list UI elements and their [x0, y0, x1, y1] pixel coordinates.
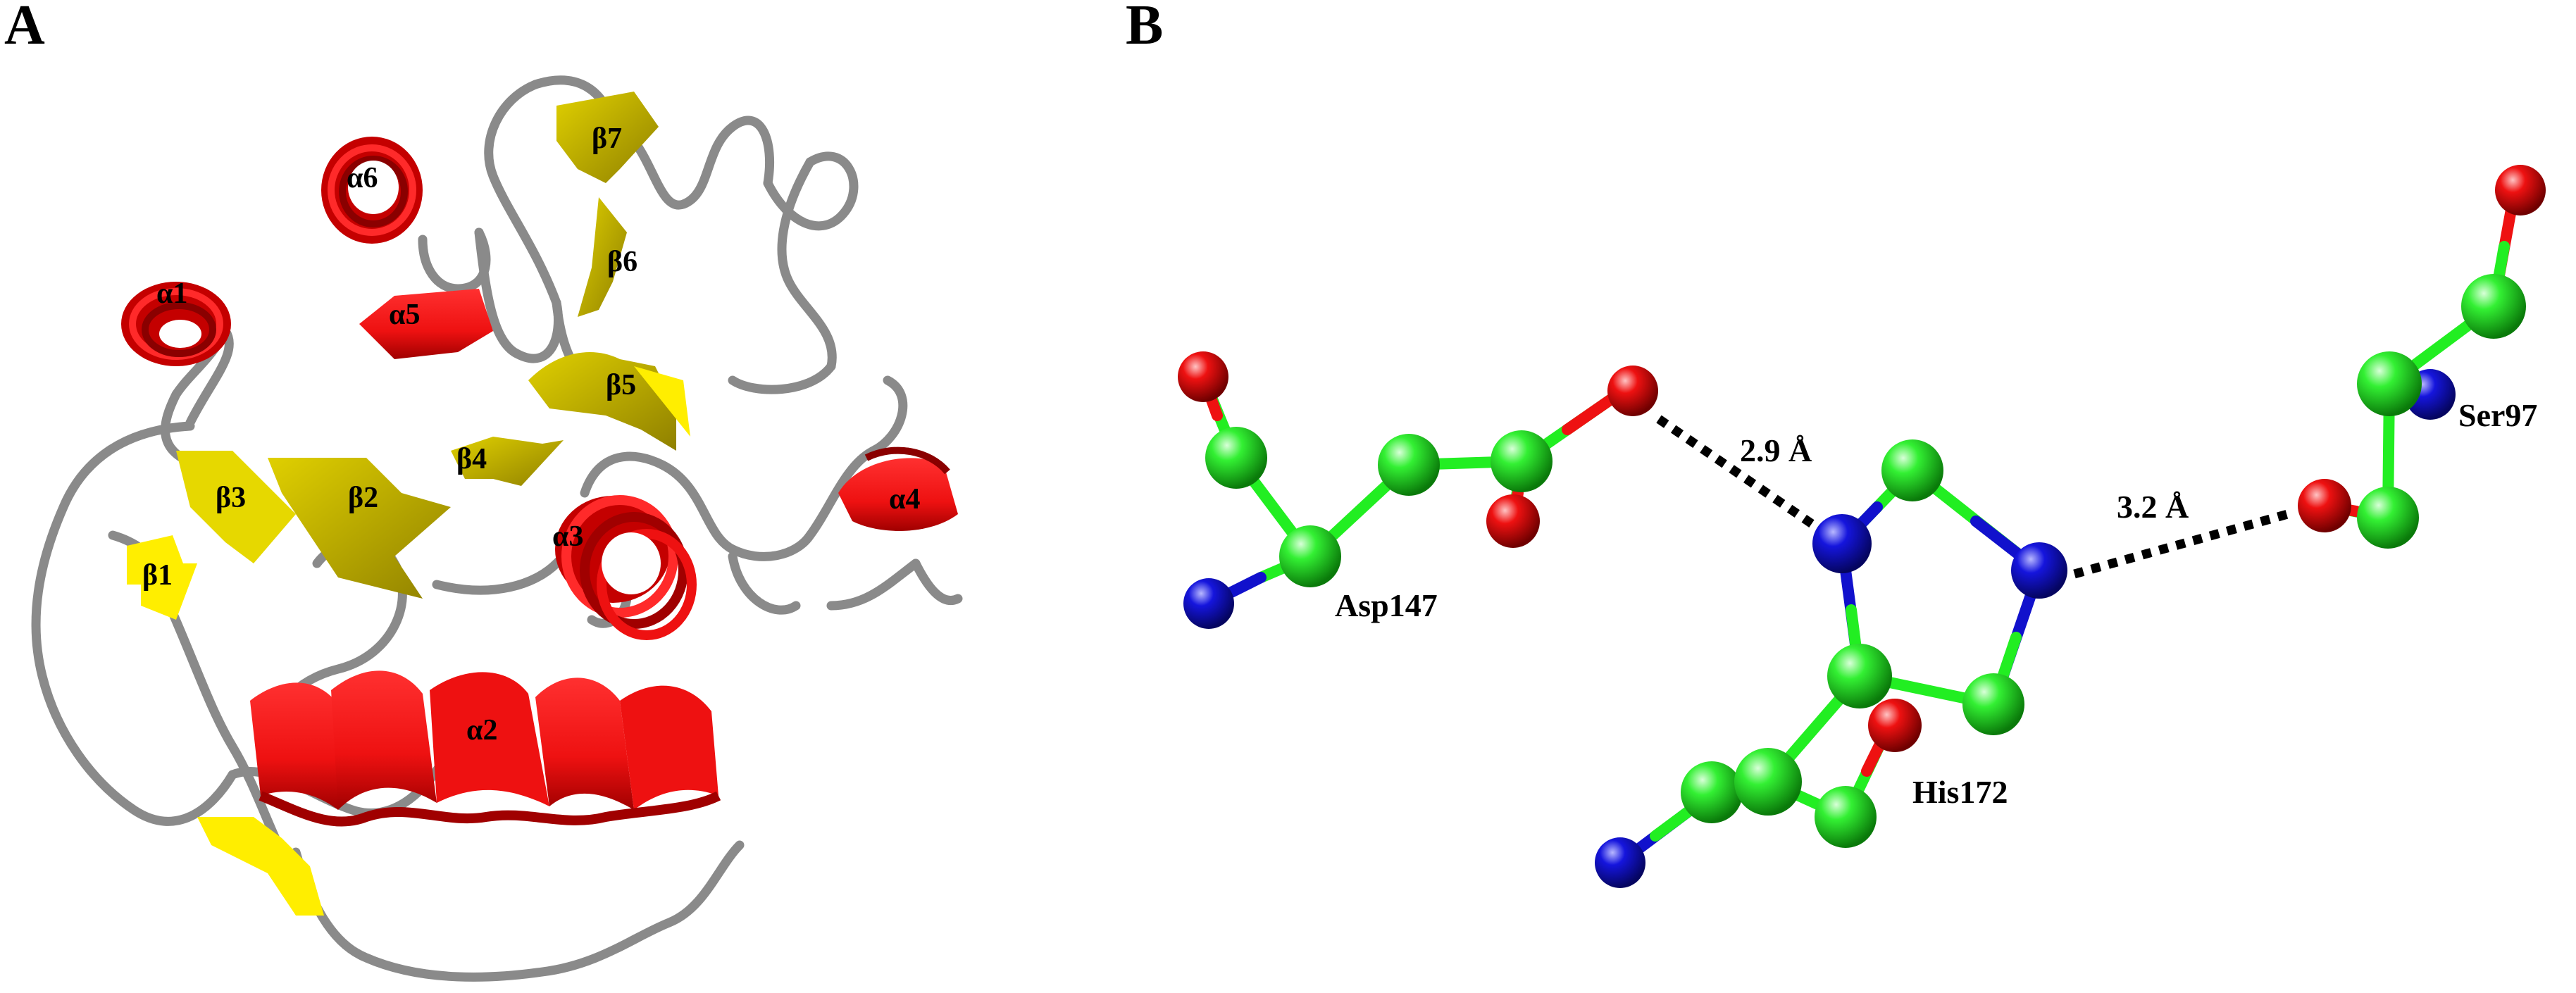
atom-nitrogen [1183, 578, 1234, 629]
panel-a-letter: A [4, 0, 45, 56]
label-beta2: β2 [348, 482, 378, 514]
label-alpha4: α4 [889, 483, 920, 516]
strand-bottom [197, 817, 324, 916]
atom-oxygen [1178, 351, 1228, 402]
label-asp147: Asp147 [1335, 587, 1438, 623]
atom-oxygen [1486, 494, 1540, 548]
atom-carbon [2357, 351, 2422, 416]
residue-labels: Asp147 His172 Ser97 [1335, 397, 2537, 810]
helix-a2 [250, 670, 721, 827]
hbond-his-ser [2073, 508, 2294, 579]
atom-oxygen [1607, 366, 1658, 416]
strand-b7 [556, 92, 659, 183]
strand-b5 [528, 352, 690, 451]
atom-carbon [1881, 439, 1943, 501]
strand-b2 [268, 458, 451, 599]
atom-carbon [1962, 673, 2024, 735]
label-beta1: β1 [142, 559, 173, 592]
atom-carbon [2461, 274, 2526, 339]
atom-carbon [1205, 427, 1267, 489]
label-distance-his-ser: 3.2 Å [2117, 489, 2189, 525]
distance-labels: 2.9 Å 3.2 Å [1740, 432, 2189, 525]
helix-a3 [555, 495, 697, 640]
atom-oxygen [2298, 479, 2351, 532]
label-beta5: β5 [606, 369, 636, 401]
label-alpha1: α1 [156, 277, 187, 310]
label-his172: His172 [1912, 774, 2008, 810]
label-alpha5: α5 [389, 299, 420, 331]
label-beta3: β3 [216, 482, 246, 514]
helix-a5 [359, 289, 493, 359]
atom-oxygen [2495, 165, 2546, 216]
helix-a4 [838, 446, 958, 531]
helix-a6 [321, 137, 423, 244]
label-beta4: β4 [456, 443, 487, 475]
atom-carbon [1279, 525, 1341, 587]
coil-backbone [31, 75, 963, 982]
label-beta7: β7 [592, 123, 622, 155]
label-ser97: Ser97 [2458, 397, 2537, 433]
atom-nitrogen [1812, 514, 1872, 573]
atom-nitrogen [2011, 542, 2067, 599]
atom-carbon [1378, 434, 1440, 496]
atom-carbon [1815, 786, 1877, 848]
atom-carbon [2357, 487, 2419, 549]
atom-carbon [1681, 761, 1743, 823]
atoms [1178, 165, 2546, 888]
hydrogen-bonds [1656, 415, 2294, 579]
strand-b3 [176, 451, 296, 563]
panel-b: B [1126, 0, 2546, 888]
atom-nitrogen [1595, 837, 1645, 888]
helix-a1 [121, 282, 231, 366]
strand-b1 [127, 535, 197, 620]
label-alpha3: α3 [552, 520, 583, 553]
panel-b-letter: B [1126, 0, 1163, 56]
hbond-asp-his [1656, 415, 1852, 554]
label-beta6: β6 [607, 246, 637, 278]
label-alpha2: α2 [466, 714, 497, 747]
label-distance-asp-his: 2.9 Å [1740, 432, 1812, 468]
strand-b4 [451, 437, 564, 486]
atom-carbon [1491, 430, 1553, 492]
atom-carbon [1734, 748, 1802, 816]
strand-b6 [578, 197, 627, 317]
atom-oxygen [1868, 699, 1922, 752]
label-alpha6: α6 [347, 162, 378, 194]
atom-carbon [1827, 644, 1892, 708]
panel-a: A [4, 0, 963, 982]
sse-labels: α1 α2 α3 α4 α5 α6 β1 β2 β3 β4 β5 β6 β7 [142, 123, 920, 747]
